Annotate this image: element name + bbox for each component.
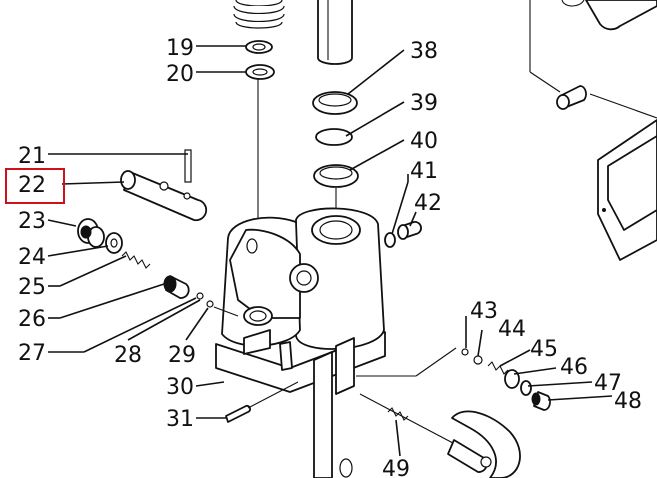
washer-24 <box>105 232 123 254</box>
pin-axis <box>247 381 299 409</box>
screw-top-right <box>556 85 587 110</box>
spring-25 <box>121 251 151 269</box>
valve-26 <box>163 275 190 299</box>
highlight-box <box>5 168 65 204</box>
spring-45 <box>487 361 509 375</box>
o-ring-39 <box>315 128 353 146</box>
callout-43: 43 <box>470 299 498 324</box>
ball-29 <box>206 300 214 308</box>
callout-29: 29 <box>168 343 196 368</box>
seat-46 <box>504 369 520 389</box>
ball-43 <box>461 348 469 356</box>
frame-top-right <box>529 0 657 261</box>
bracket <box>313 337 355 478</box>
pivot-pin-22 <box>120 170 208 222</box>
o-ring-47 <box>520 380 532 396</box>
screw-42 <box>397 221 422 240</box>
callout-31: 31 <box>166 407 194 432</box>
callout-39: 39 <box>410 91 438 116</box>
leader-lines <box>47 45 613 457</box>
washer-41 <box>384 232 396 248</box>
callout-46: 46 <box>560 355 588 380</box>
valve3-axis <box>359 393 471 453</box>
callout-42: 42 <box>414 191 442 216</box>
callout-41: 41 <box>410 159 438 184</box>
callout-22: 22 <box>18 173 46 198</box>
callout-44: 44 <box>498 317 526 342</box>
seal-19 <box>245 40 273 54</box>
pin-31 <box>225 404 252 423</box>
callout-26: 26 <box>18 307 46 332</box>
callout-24: 24 <box>18 245 46 270</box>
callout-25: 25 <box>18 275 46 300</box>
handle-bracket <box>447 410 521 478</box>
callout-48: 48 <box>614 389 642 414</box>
callout-labels: 19 20 21 22 23 24 25 26 27 28 29 30 31 3… <box>18 36 642 478</box>
callout-38: 38 <box>410 39 438 64</box>
seal-40 <box>313 164 359 188</box>
cap-23 <box>77 218 105 248</box>
seal-38 <box>312 91 358 115</box>
spring <box>233 0 285 29</box>
callout-40: 40 <box>410 129 438 154</box>
callout-23: 23 <box>18 209 46 234</box>
ball-28 <box>196 292 204 300</box>
callout-28: 28 <box>114 343 142 368</box>
piston-rod <box>317 0 353 65</box>
callout-21: 21 <box>18 144 46 169</box>
callout-47: 47 <box>594 371 622 396</box>
callout-30: 30 <box>166 375 194 400</box>
plug-48 <box>531 391 551 411</box>
seal-20 <box>245 64 275 80</box>
ball-44 <box>473 355 483 365</box>
callout-19: 19 <box>166 36 194 61</box>
callout-27: 27 <box>18 341 46 366</box>
pump-body-30 <box>215 207 386 393</box>
valve-axis <box>213 306 239 317</box>
valve2-axis-b <box>415 347 457 377</box>
roll-pin-21 <box>184 149 192 183</box>
callout-20: 20 <box>166 62 194 87</box>
callout-49: 49 <box>382 457 410 478</box>
callout-45: 45 <box>530 337 558 362</box>
